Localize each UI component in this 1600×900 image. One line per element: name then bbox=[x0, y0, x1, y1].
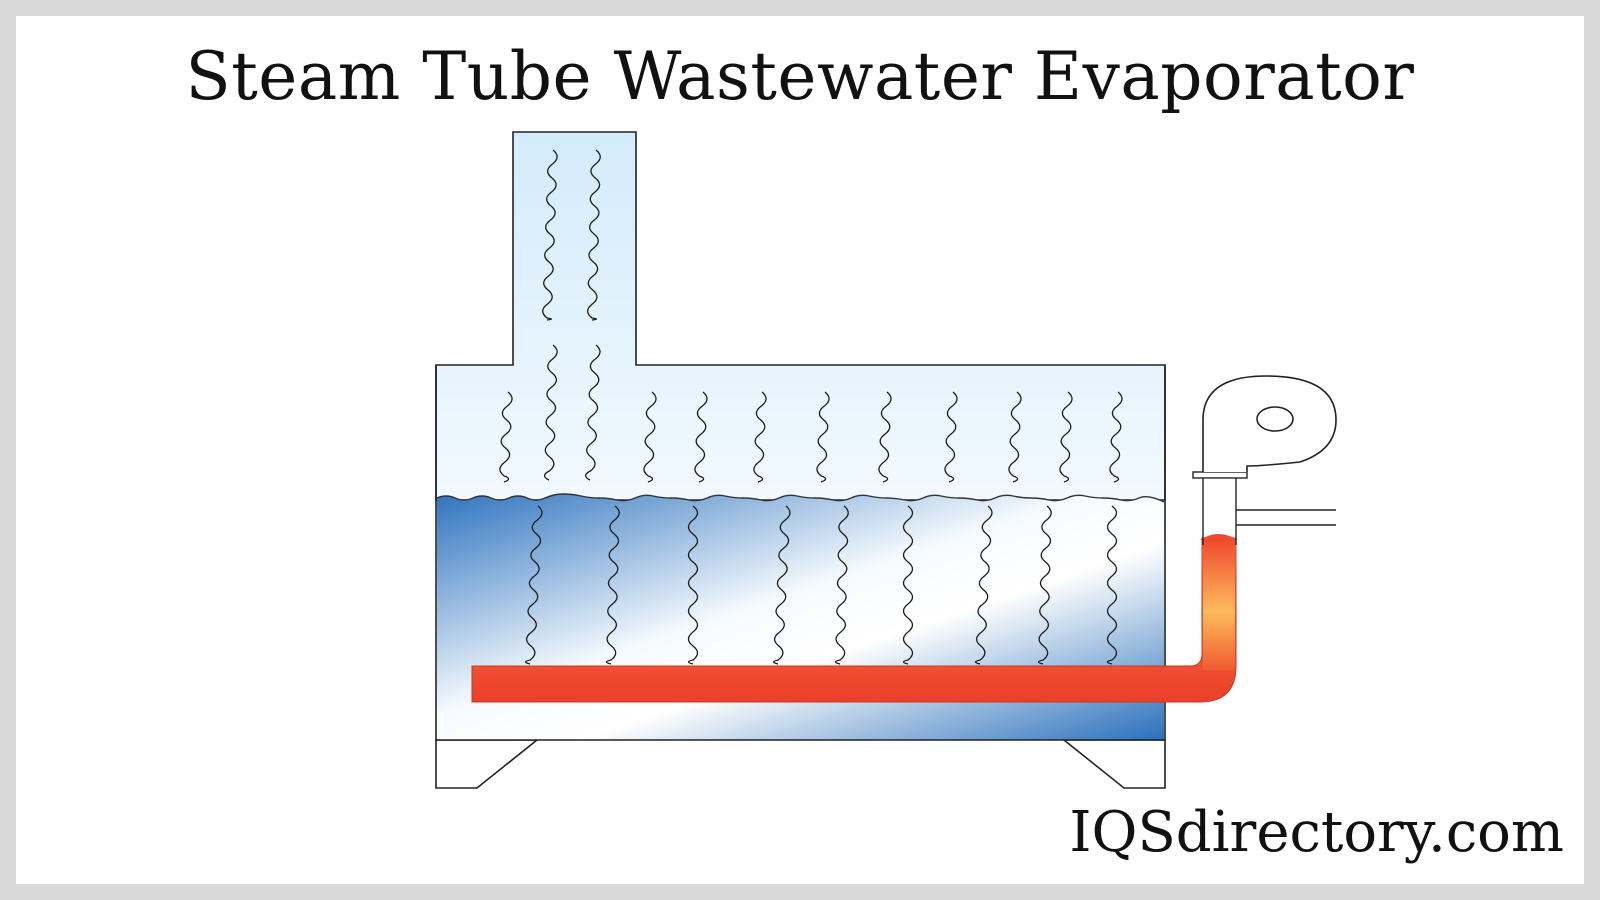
heat-line bbox=[902, 505, 914, 665]
left-leg bbox=[435, 739, 540, 789]
heat-line bbox=[687, 505, 699, 665]
vapor-line bbox=[586, 149, 601, 321]
right-leg bbox=[1061, 739, 1166, 789]
vapor-line bbox=[643, 391, 657, 483]
diagram-title: Steam Tube Wastewater Evaporator bbox=[185, 38, 1415, 115]
vapor-line bbox=[499, 391, 513, 483]
heat-line bbox=[772, 505, 791, 665]
vapor-line bbox=[1059, 391, 1073, 483]
vapor-line bbox=[543, 344, 558, 481]
support-legs bbox=[435, 739, 1166, 789]
heat-line bbox=[605, 505, 620, 665]
blower-fan-icon bbox=[1202, 375, 1337, 472]
heat-line bbox=[974, 505, 993, 665]
heat-and-vapor-lines bbox=[499, 149, 1123, 665]
brand-watermark: IQSdirectory.com bbox=[1069, 800, 1564, 865]
vapor-line bbox=[1109, 391, 1123, 483]
vapor-line bbox=[816, 391, 830, 483]
wastewater-body bbox=[437, 494, 1164, 740]
steam-tube bbox=[471, 534, 1238, 703]
vapor-line bbox=[542, 149, 558, 321]
heat-line bbox=[1106, 505, 1118, 665]
vapor-line bbox=[694, 391, 708, 483]
heat-line bbox=[834, 505, 849, 665]
water-surface bbox=[436, 493, 1165, 503]
vapor-line bbox=[944, 391, 958, 483]
vapor-line bbox=[753, 391, 767, 483]
heat-line bbox=[1037, 505, 1052, 665]
tank-outline bbox=[435, 365, 1166, 741]
vapor-line bbox=[584, 344, 601, 481]
vapor-line bbox=[1008, 391, 1022, 483]
vapor-line bbox=[878, 391, 892, 483]
outlet-pipes bbox=[1236, 509, 1336, 526]
heat-line bbox=[524, 505, 543, 665]
